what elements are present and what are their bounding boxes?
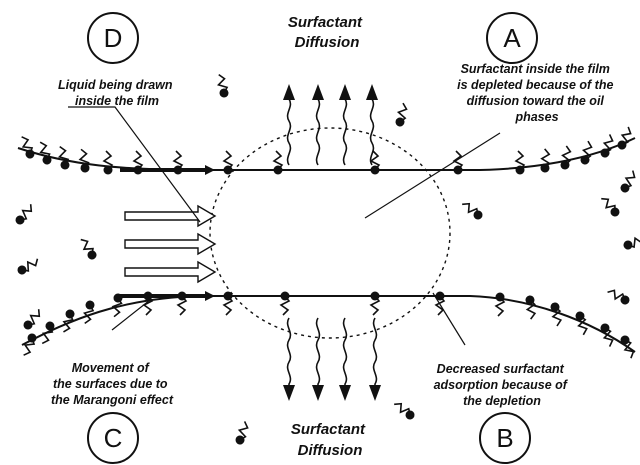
surfactant-molecule xyxy=(41,321,55,345)
surfactant-molecule xyxy=(222,291,234,316)
surfactant-molecule xyxy=(272,150,284,175)
surfactant-molecule xyxy=(525,295,537,320)
surfactant-molecule xyxy=(82,300,95,325)
leader-lines xyxy=(68,106,501,346)
circle-A-letter: A xyxy=(503,23,521,53)
label-D-text: Liquid being drawn inside the film xyxy=(58,78,176,108)
surfactant-molecule xyxy=(575,311,588,336)
surfactant-molecule xyxy=(452,150,464,175)
surfactant-molecule xyxy=(111,293,123,318)
surfactant-molecule xyxy=(235,421,249,445)
depletion-zone-ellipse xyxy=(209,127,451,339)
surfactant-diffusion-bottom-label: Surfactant Diffusion xyxy=(291,421,369,459)
surfactants-bottom-surface xyxy=(23,291,635,359)
surfactant-molecule xyxy=(617,126,632,150)
surfactant-molecule xyxy=(57,145,70,170)
surfactant-molecule xyxy=(620,335,635,359)
surfactant-molecule xyxy=(23,309,41,330)
label-B-text: Decreased surfactant adsorption because … xyxy=(434,362,571,408)
surfactant-molecule xyxy=(21,136,35,159)
surfactant-molecule xyxy=(176,291,188,316)
surfactant-molecule xyxy=(62,309,75,333)
label-C-text: Movement of the surfaces due to the Mara… xyxy=(51,361,174,407)
circle-D: D xyxy=(87,12,139,64)
label-A-text: Surfactant inside the film is depleted b… xyxy=(457,62,617,124)
circle-D-letter: D xyxy=(104,23,123,53)
surfactant-molecule xyxy=(462,202,483,220)
free-surfactants xyxy=(15,73,640,445)
circle-C-letter: C xyxy=(104,423,123,453)
surfactant-molecule xyxy=(550,302,563,327)
surfactant-diffusion-top-label: Surfactant Diffusion xyxy=(288,14,366,51)
surfactant-molecule xyxy=(434,291,446,316)
surfactant-molecule xyxy=(80,238,97,260)
surfactant-molecule xyxy=(494,292,506,317)
surfactant-molecule xyxy=(369,291,381,316)
circle-C: C xyxy=(87,412,139,464)
surfactant-molecule xyxy=(172,150,184,175)
surfactant-molecule xyxy=(132,150,144,175)
surfactant-molecule xyxy=(369,150,381,175)
surfactant-molecule xyxy=(600,134,614,158)
surfactant-molecule xyxy=(600,323,614,347)
surfactant-molecule xyxy=(580,140,593,165)
surfactant-molecule xyxy=(17,258,39,275)
surfactant-molecule xyxy=(540,148,551,173)
surfactant-molecule xyxy=(607,289,630,305)
surfactant-molecule xyxy=(395,102,408,127)
diffusion-arrows-top xyxy=(286,95,375,166)
surfactant-molecule xyxy=(142,291,154,316)
surfactant-molecule xyxy=(78,148,90,173)
surfactant-molecule xyxy=(15,204,33,225)
surfactant-molecule xyxy=(601,197,620,217)
surfactant-molecule xyxy=(560,145,572,170)
surfactant-molecule xyxy=(623,236,640,250)
surfactant-molecule xyxy=(23,333,37,356)
surfactant-molecule xyxy=(279,291,291,316)
surfactants-top-surface xyxy=(21,126,632,175)
surfactant-molecule xyxy=(216,73,229,98)
circle-B: B xyxy=(479,412,531,464)
liquid-flow-arrows xyxy=(124,204,217,284)
diffusion-arrows-bottom xyxy=(286,317,378,388)
surfactant-molecule xyxy=(514,150,526,175)
surfactant-molecule xyxy=(394,402,415,420)
circle-A: A xyxy=(486,12,538,64)
surfactant-molecule xyxy=(222,150,234,175)
surfactant-molecule xyxy=(39,141,52,165)
circle-B-letter: B xyxy=(496,423,513,453)
top-film-surface xyxy=(17,137,636,171)
diffusion-arrowheads-top xyxy=(283,84,378,100)
surfactant-molecule xyxy=(102,150,114,175)
bottom-film-surface xyxy=(21,295,636,353)
surfactant-molecule xyxy=(620,170,636,193)
diffusion-arrowheads-bottom xyxy=(283,385,381,401)
